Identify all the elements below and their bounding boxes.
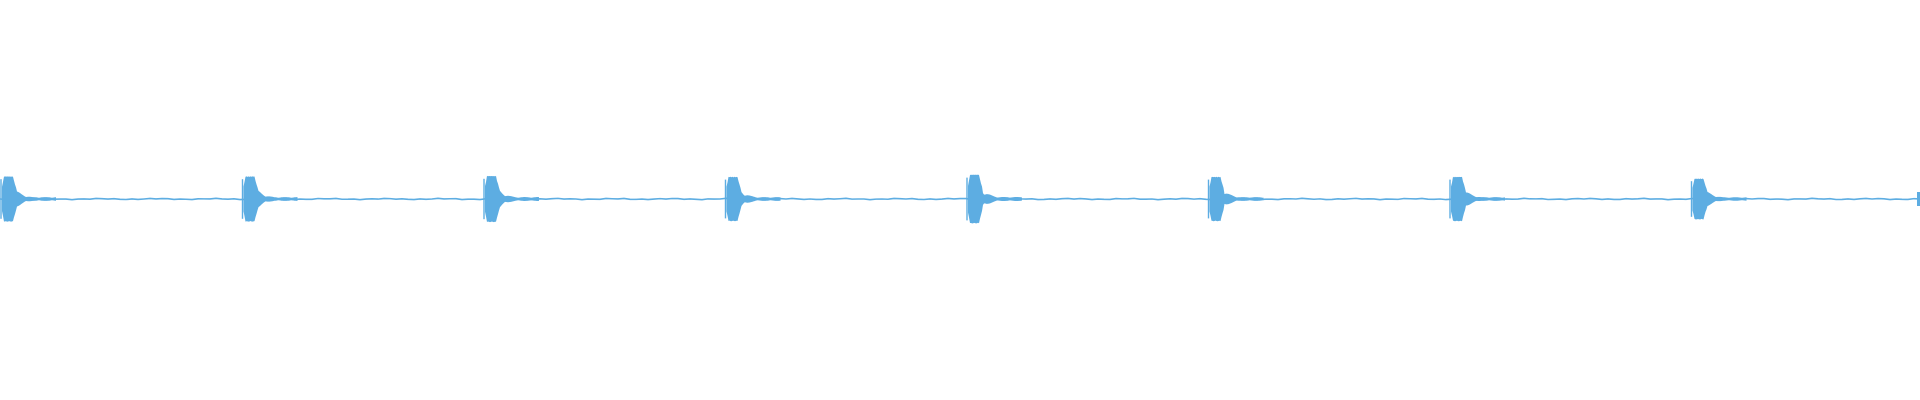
waveform-peak: [724, 176, 781, 222]
waveform-peak: [483, 175, 539, 223]
waveform-peak-body: [968, 174, 1022, 224]
waveform-peak-body: [1451, 176, 1505, 222]
waveform-end-marker-group: [1917, 192, 1920, 206]
waveform-peak: [0, 176, 56, 222]
waveform-end-marker: [1917, 192, 1920, 206]
waveform-peak: [241, 176, 298, 222]
waveform-peaks-group: [0, 174, 1747, 224]
waveform-peak: [1690, 178, 1747, 220]
waveform-peak-body: [726, 176, 781, 222]
waveform-baseline: [0, 197, 1920, 201]
waveform-peak: [1449, 176, 1505, 222]
waveform-peak-body: [1692, 178, 1747, 220]
waveform-peak-body: [243, 176, 298, 222]
waveform-baseline-group: [0, 197, 1920, 201]
waveform-peak: [966, 174, 1022, 224]
waveform-peak-body: [1209, 176, 1264, 222]
waveform-peak: [1207, 176, 1264, 222]
waveform-peak-body: [2, 176, 56, 222]
waveform-peak-body: [485, 175, 539, 223]
